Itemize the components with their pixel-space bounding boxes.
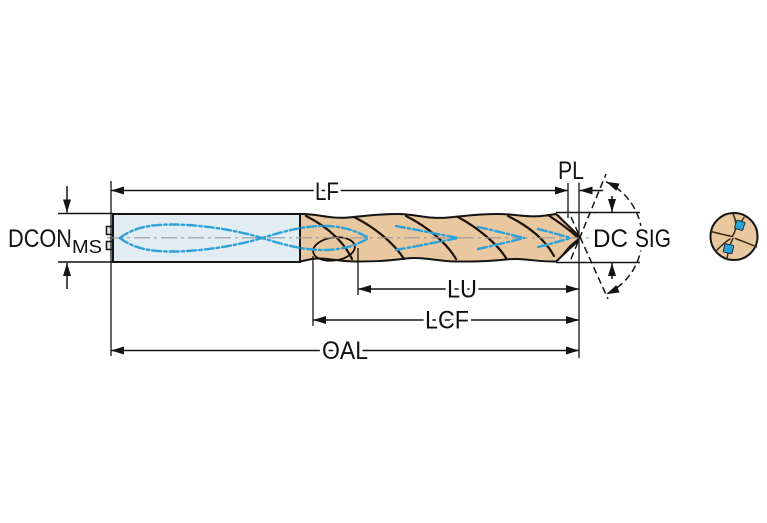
dimension-oal: OAL [111, 334, 579, 369]
end-view-flute-edge [710, 230, 734, 238]
flute-spiral-line [456, 215, 508, 260]
end-view-cutting-edge [715, 238, 731, 252]
drill-point [546, 213, 580, 262]
label-oal: OAL [322, 337, 368, 365]
point-chisel-edge [557, 238, 580, 262]
drill-end-view [709, 212, 759, 261]
extension-lines [110, 181, 580, 358]
coolant-chevron [476, 236, 526, 251]
point-facet-line [557, 214, 580, 238]
sig-angle-arc [605, 181, 643, 295]
coolant-hole [722, 243, 735, 255]
label-sig: SIG [635, 225, 671, 253]
label-pl: PL [558, 157, 584, 185]
flute-spiral-line [304, 214, 354, 261]
sig-angle-line-upper [570, 173, 607, 260]
coolant-line-lower [118, 224, 370, 253]
dimension-lcf: LCF [313, 303, 579, 338]
drill-flutes [299, 212, 580, 263]
dimension-lu: LU [358, 272, 579, 307]
coolant-chevron [536, 227, 573, 240]
dimension-dcon-ms: DCON MS [5, 186, 113, 289]
end-view-outline [709, 212, 759, 261]
drill-side-view [105, 212, 589, 263]
coolant-chevron [476, 225, 526, 240]
label-dcon: DCON [8, 225, 72, 253]
coolant-chevron [394, 224, 460, 240]
coolant-channel-lines [118, 223, 573, 253]
coolant-hole [734, 219, 746, 231]
label-dcon-subscript-ms: MS [72, 237, 102, 257]
label-dc: DC [593, 225, 628, 253]
flute-spiral-line [506, 214, 556, 258]
flute-spiral-line [404, 214, 458, 261]
label-lf: LF [315, 178, 339, 206]
end-view-flute-edge [734, 237, 758, 248]
dimension-pl: PL [555, 154, 603, 195]
label-lcf: LCF [425, 307, 469, 335]
angle-sig [570, 173, 643, 300]
dimension-lf: LF [111, 175, 568, 210]
point-facet-line [546, 213, 579, 239]
coolant-chevron [394, 236, 460, 252]
label-lu: LU [447, 276, 477, 304]
coolant-chevron [536, 236, 573, 249]
sig-angle-line-lower [570, 216, 609, 300]
